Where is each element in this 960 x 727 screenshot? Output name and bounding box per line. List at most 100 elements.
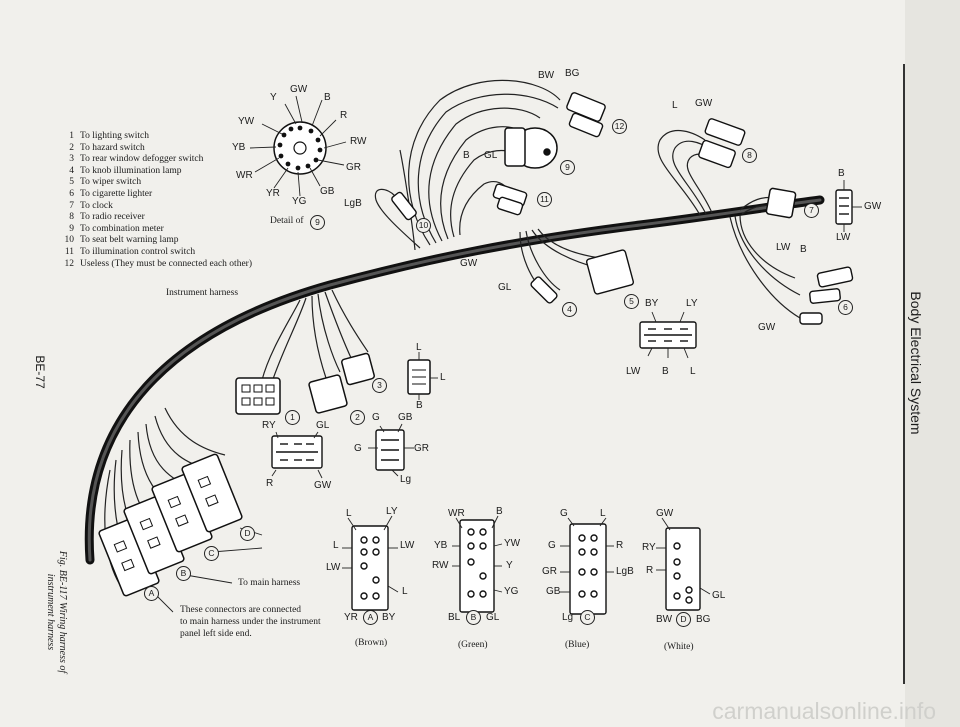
wire-code: GB <box>398 412 413 423</box>
wire-code: GR <box>414 443 429 454</box>
wire-code: GW <box>695 98 713 109</box>
connector-4-marker: 4 <box>562 302 577 317</box>
wire-code: L <box>440 372 446 383</box>
watermark: carmanualsonline.info <box>712 698 936 724</box>
connector-5-marker: 5 <box>624 294 639 309</box>
wire-code: BY <box>382 612 396 623</box>
wire-code: L <box>690 366 696 377</box>
page-number: BE-77 <box>33 355 47 389</box>
wire-code: Lg <box>562 612 574 623</box>
connector-A-color: (Brown) <box>355 638 388 648</box>
connector-face-1 <box>271 435 323 469</box>
wire-code: G <box>354 443 362 454</box>
wire-code: B <box>496 506 503 517</box>
wire-code: L <box>416 342 422 353</box>
wire-code: BG <box>696 614 711 625</box>
wire-code: L <box>600 508 606 519</box>
wire-code: YB <box>434 540 448 551</box>
wire-code: GL <box>486 612 500 623</box>
wire-code: LgB <box>616 566 634 577</box>
wire-code: L <box>346 508 352 519</box>
wire-code: L <box>333 540 339 551</box>
wire-code: YG <box>292 196 307 207</box>
wire-code: BG <box>565 68 580 79</box>
wire-code: BW <box>656 614 673 625</box>
wire-code: BY <box>645 298 659 309</box>
circle-9-detail: 9 <box>310 215 325 230</box>
wire-code: GL <box>712 590 726 601</box>
wire-code: G <box>548 540 556 551</box>
side-title: Body Electrical System <box>908 291 924 435</box>
bottom-connector-C-marker: C <box>580 610 595 625</box>
wire-code: R <box>266 478 274 489</box>
wire-code: YW <box>504 538 521 549</box>
wire-code: B <box>463 150 470 161</box>
wire-code: GW <box>656 508 674 519</box>
wire-code: RY <box>262 420 276 431</box>
wire-code: GB <box>546 586 561 597</box>
wire-code: WR <box>236 170 253 181</box>
wire-code: GW <box>758 322 776 333</box>
wire-code: LW <box>836 232 851 243</box>
wire-code: B <box>800 244 807 255</box>
wire-code: GW <box>290 84 308 95</box>
wire-code: L <box>672 100 678 111</box>
bottom-connector-D-marker: D <box>676 612 691 627</box>
wire-code: LW <box>326 562 341 573</box>
wire-code: LW <box>626 366 641 377</box>
wire-code: B <box>324 92 331 103</box>
wire-code: WR <box>448 508 465 519</box>
wire-code: RW <box>432 560 449 571</box>
to-main-harness-label: To main harness <box>238 578 301 588</box>
figure-caption: Fig. BE-117 Wiring harness of instrument… <box>45 550 68 674</box>
wire-code: GL <box>498 282 512 293</box>
connector-7 <box>765 187 797 219</box>
connector-face-5 <box>639 321 697 349</box>
wire-code: GL <box>316 420 330 431</box>
connector-8-marker: 8 <box>742 148 757 163</box>
wire-code: BW <box>538 70 555 81</box>
connector-C-color: (Blue) <box>565 640 590 650</box>
wire-code: Lg <box>400 474 412 485</box>
connector-D-color: (White) <box>664 642 694 652</box>
wire-code: LW <box>776 242 791 253</box>
main-connector-stack <box>98 453 243 597</box>
connector-10-marker: 10 <box>416 218 431 233</box>
wire-code: LgB <box>344 198 362 209</box>
wire-code: RW <box>350 136 367 147</box>
wire-code: YR <box>344 612 358 623</box>
connector-11-marker: 11 <box>537 192 552 207</box>
connector-face-C <box>569 523 607 615</box>
wire-code: YG <box>504 586 519 597</box>
main-connector-A: A <box>144 586 159 601</box>
wire-code: B <box>662 366 669 377</box>
wire-code: YR <box>266 188 280 199</box>
wire-code: GB <box>320 186 335 197</box>
connector-9-marker: 9 <box>560 160 575 175</box>
wire-code: GL <box>484 150 498 161</box>
bottom-connector-B-marker: B <box>466 610 481 625</box>
detail-9-connector <box>249 95 347 197</box>
connector-1-marker: 1 <box>285 410 300 425</box>
instrument-harness-label: Instrument harness <box>166 288 239 298</box>
wire-code: B <box>416 400 423 411</box>
detail-of-label: Detail of <box>270 216 304 226</box>
wire-code: Y <box>506 560 513 571</box>
wire-code: GW <box>460 258 478 269</box>
wire-code: BL <box>448 612 461 623</box>
wire-code: YB <box>232 142 246 153</box>
wire-code: Y <box>270 92 277 103</box>
